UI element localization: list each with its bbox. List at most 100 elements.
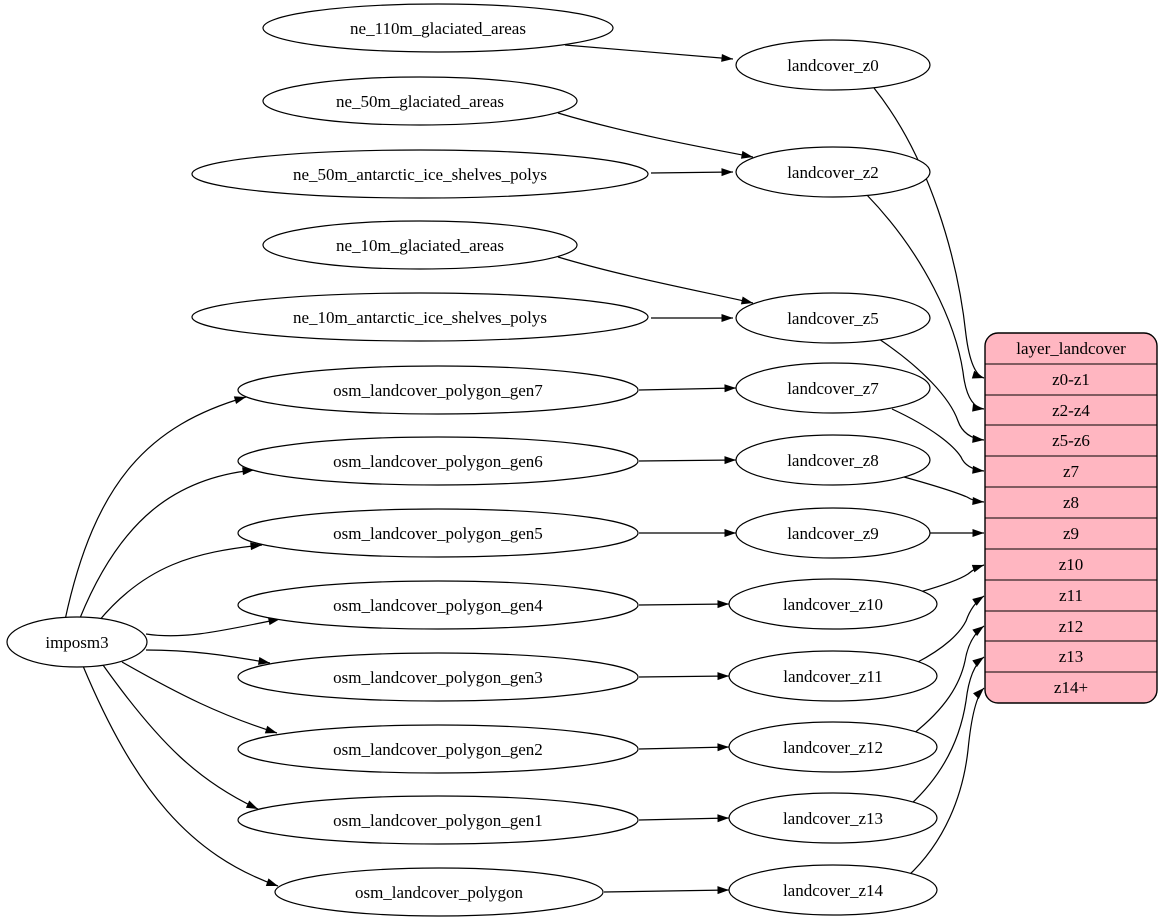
edge-imposm3-to-gen4 — [145, 617, 281, 637]
node-label: imposm3 — [45, 633, 108, 652]
edge-z5-to-row-z5-z6 — [878, 338, 985, 443]
node-ellipse — [728, 578, 938, 630]
edge-z13-to-row-z13 — [909, 656, 985, 806]
node-ne-50m-antarctic-ice-shelves-polys: ne_50m_antarctic_ice_shelves_polys — [191, 149, 649, 199]
node-ellipse — [728, 792, 938, 844]
edge-gen1-to-z13 — [638, 814, 730, 823]
node-ellipse — [735, 146, 931, 198]
node-osm-landcover-polygon-gen6: osm_landcover_polygon_gen6 — [237, 436, 639, 486]
node-label: landcover_z7 — [787, 379, 879, 398]
edge-gen3-to-z11 — [638, 672, 730, 681]
node-label: osm_landcover_polygon_gen4 — [333, 596, 543, 615]
node-label: landcover_z12 — [783, 738, 883, 757]
node-landcover-z0: landcover_z0 — [735, 39, 931, 91]
node-ellipse — [274, 867, 604, 917]
edge-imposm3-to-gen7 — [64, 396, 247, 621]
edge-ne50m-antarctic-to-z2 — [650, 168, 734, 177]
node-ellipse — [262, 76, 578, 126]
node-landcover-z12: landcover_z12 — [728, 721, 938, 773]
edge-imposm3-to-gen6 — [79, 467, 255, 619]
node-ellipse — [237, 508, 639, 558]
edge-gen2-to-z12 — [638, 743, 730, 752]
edge-imposm3-to-gen1 — [102, 664, 259, 810]
node-ellipse — [237, 436, 639, 486]
node-landcover-z9: landcover_z9 — [735, 507, 931, 559]
node-label: osm_landcover_polygon_gen1 — [333, 811, 543, 830]
node-label: landcover_z9 — [787, 524, 879, 543]
edge-ne110m-to-z0 — [564, 44, 734, 62]
node-label: ne_10m_antarctic_ice_shelves_polys — [293, 308, 547, 327]
node-landcover-z14: landcover_z14 — [728, 864, 938, 916]
node-landcover-z2: landcover_z2 — [735, 146, 931, 198]
node-label: landcover_z5 — [787, 309, 879, 328]
table-row-z11: z11 — [1059, 586, 1083, 605]
node-ne-110m-glaciated-areas: ne_110m_glaciated_areas — [262, 3, 614, 53]
edge-z10-to-row-z10 — [919, 564, 985, 593]
edge-gen6-to-z8 — [638, 456, 737, 465]
node-ne-10m-antarctic-ice-shelves-polys: ne_10m_antarctic_ice_shelves_polys — [191, 292, 649, 342]
edge-group — [64, 44, 985, 895]
node-ellipse — [237, 795, 639, 845]
table-row-z2-z4: z2-z4 — [1052, 401, 1090, 420]
node-osm-landcover-polygon-gen7: osm_landcover_polygon_gen7 — [237, 365, 639, 415]
node-label: landcover_z0 — [787, 56, 879, 75]
node-ellipse — [735, 292, 931, 344]
node-landcover-z8: landcover_z8 — [735, 434, 931, 486]
table-row-z12: z12 — [1059, 617, 1084, 636]
table-row-z14plus: z14+ — [1054, 678, 1088, 697]
node-label: landcover_z11 — [783, 667, 882, 686]
node-ellipse — [191, 292, 649, 342]
edge-z11-to-row-z11 — [915, 595, 985, 664]
edge-ne50m-glaciated-to-z2 — [557, 112, 754, 159]
node-label: osm_landcover_polygon_gen2 — [333, 740, 543, 759]
node-landcover-z7: landcover_z7 — [735, 362, 931, 414]
edge-z14-to-row-z14 — [906, 687, 985, 878]
node-osm-landcover-polygon-gen4: osm_landcover_polygon_gen4 — [237, 580, 639, 630]
table-row-z13: z13 — [1059, 647, 1084, 666]
edge-z12-to-row-z12 — [912, 625, 985, 735]
edge-imposm3-to-gen3 — [145, 649, 271, 665]
node-label: osm_landcover_polygon_gen3 — [333, 668, 543, 687]
node-landcover-z13: landcover_z13 — [728, 792, 938, 844]
node-label: landcover_z2 — [787, 163, 879, 182]
node-label: landcover_z14 — [783, 881, 884, 900]
table-title: layer_landcover — [1016, 339, 1126, 358]
node-ellipse — [262, 3, 614, 53]
edge-gen4-to-z10 — [638, 600, 730, 609]
node-ellipse — [735, 362, 931, 414]
table-row-z7: z7 — [1063, 462, 1080, 481]
node-label: ne_10m_glaciated_areas — [336, 236, 504, 255]
table-row-z9: z9 — [1063, 524, 1079, 543]
table-layer-landcover: layer_landcover z0-z1 z2-z4 z5-z6 z7 z8 … — [984, 332, 1158, 704]
node-ne-50m-glaciated-areas: ne_50m_glaciated_areas — [262, 76, 578, 126]
node-ellipse — [735, 434, 931, 486]
node-ellipse — [237, 652, 639, 702]
node-ne-10m-glaciated-areas: ne_10m_glaciated_areas — [262, 220, 578, 270]
node-label: landcover_z10 — [783, 595, 883, 614]
node-osm-landcover-polygon-gen5: osm_landcover_polygon_gen5 — [237, 508, 639, 558]
table-row-z8: z8 — [1063, 493, 1079, 512]
table-row-z0-z1: z0-z1 — [1052, 370, 1090, 389]
node-ellipse — [728, 864, 938, 916]
edge-z0-to-row-z0-z1 — [873, 87, 985, 379]
node-ellipse — [735, 507, 931, 559]
node-ellipse — [191, 149, 649, 199]
node-osm-landcover-polygon: osm_landcover_polygon — [274, 867, 604, 917]
node-ellipse — [237, 580, 639, 630]
node-label: osm_landcover_polygon_gen6 — [333, 452, 543, 471]
node-label: osm_landcover_polygon — [355, 883, 524, 902]
node-ellipse — [728, 721, 938, 773]
node-landcover-z11: landcover_z11 — [728, 650, 938, 702]
node-label: osm_landcover_polygon_gen5 — [333, 524, 543, 543]
node-landcover-z5: landcover_z5 — [735, 292, 931, 344]
table-row-z10: z10 — [1059, 555, 1084, 574]
table-row-z5-z6: z5-z6 — [1052, 431, 1090, 450]
node-ellipse — [237, 365, 639, 415]
node-osm-landcover-polygon-gen2: osm_landcover_polygon_gen2 — [237, 724, 639, 774]
edge-ne10m-glaciated-to-z5 — [557, 256, 754, 305]
edge-z2-to-row-z2-z4 — [865, 193, 985, 412]
node-label: osm_landcover_polygon_gen7 — [333, 381, 543, 400]
node-landcover-z10: landcover_z10 — [728, 578, 938, 630]
